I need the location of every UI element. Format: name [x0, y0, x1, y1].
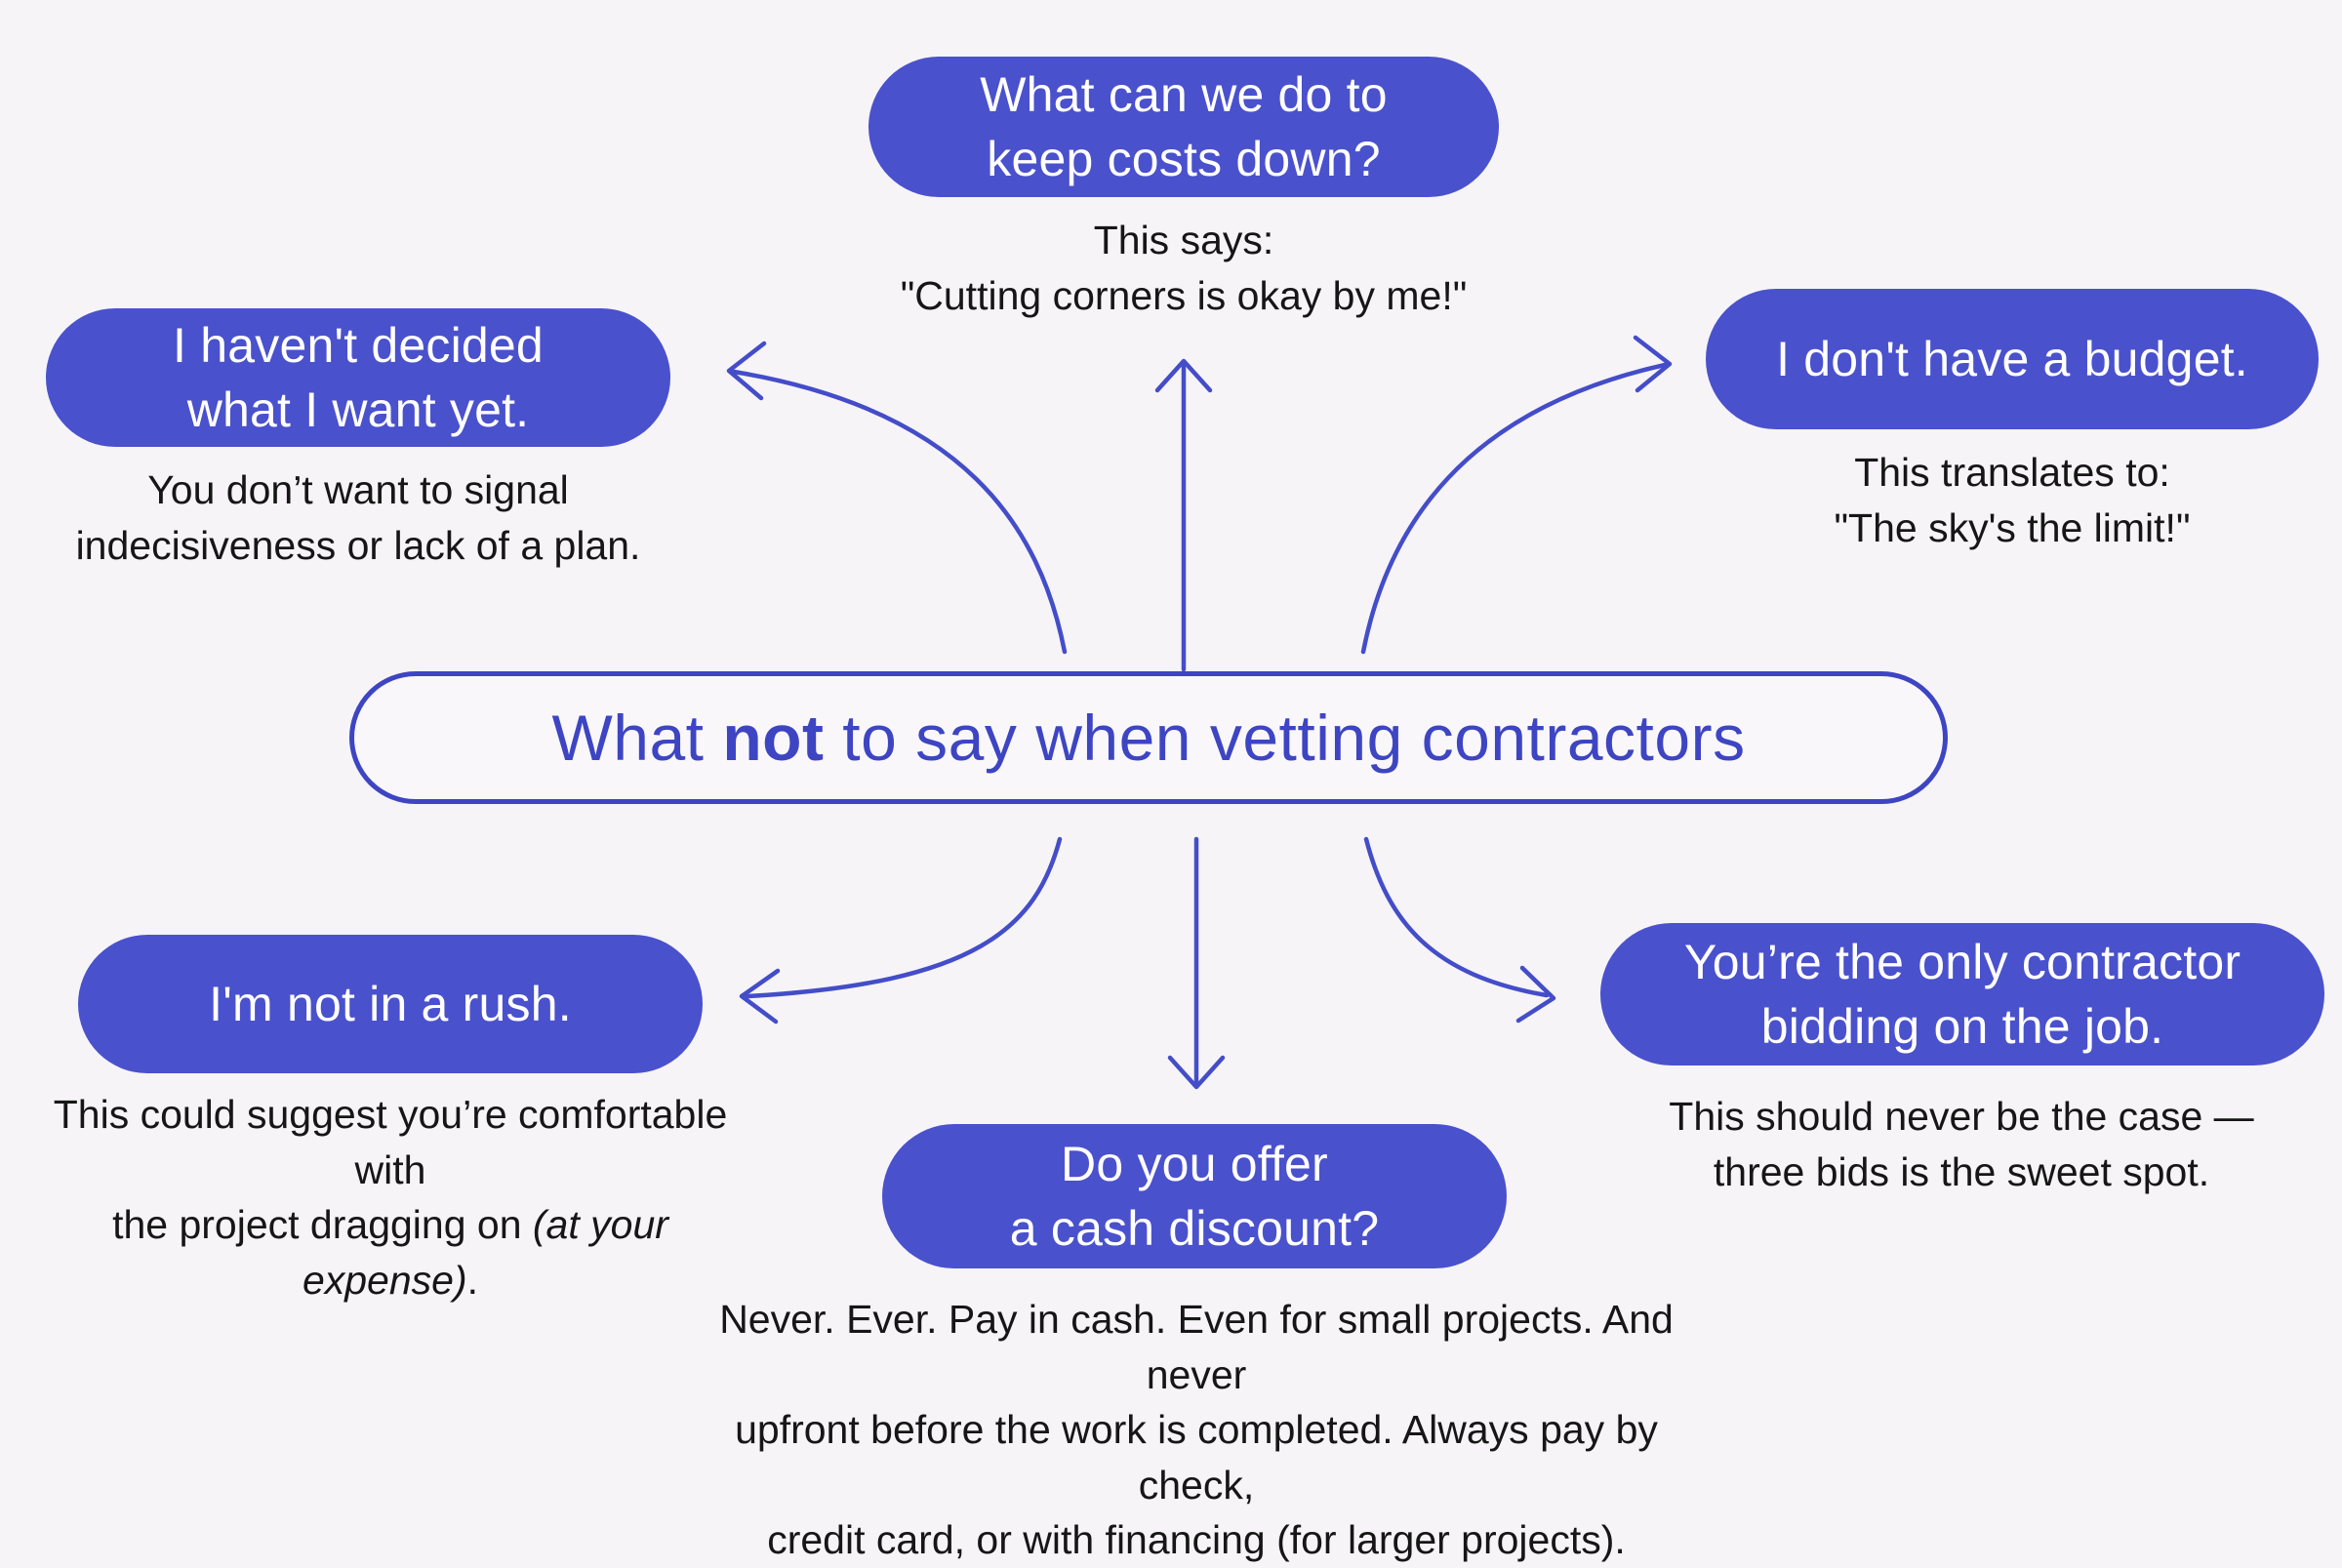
title-part1: What	[551, 702, 723, 774]
arrow-lower-left-icon	[739, 836, 1063, 1025]
pill-cash-discount: Do you offer a cash discount?	[882, 1124, 1507, 1268]
arrow-up-icon	[1154, 358, 1213, 672]
pill-no-budget: I don't have a budget.	[1706, 289, 2319, 429]
pill-cash-discount-label: Do you offer a cash discount?	[1009, 1137, 1380, 1256]
caption-not-in-a-rush: This could suggest you’re comfortable wi…	[20, 1087, 761, 1307]
arrow-upper-right-icon	[1360, 335, 1673, 655]
arrow-upper-left-icon	[726, 341, 1068, 655]
caption-not-in-a-rush-text: This could suggest you’re comfortable wi…	[53, 1092, 728, 1248]
pill-only-contractor-label: You’re the only contractor bidding on th…	[1683, 935, 2241, 1054]
pill-not-in-a-rush: I'm not in a rush.	[78, 935, 703, 1073]
caption-keep-costs-down: This says: "Cutting corners is okay by m…	[900, 218, 1468, 318]
page-title: What not to say when vetting contractors	[551, 701, 1745, 775]
caption-not-in-a-rush-period: .	[466, 1257, 479, 1303]
caption-cash-discount: Never. Ever. Pay in cash. Even for small…	[719, 1297, 1674, 1563]
arrow-down-icon	[1167, 836, 1226, 1090]
pill-havent-decided-label: I haven't decided what I want yet.	[173, 318, 544, 437]
caption-no-budget: This translates to: "The sky's the limit…	[1834, 450, 2191, 550]
arrow-lower-right-icon	[1363, 836, 1556, 1024]
caption-not-in-a-rush-italic: (at your expense)	[302, 1202, 668, 1303]
caption-havent-decided: You don’t want to signal indecisiveness …	[75, 467, 641, 568]
pill-keep-costs-down-label: What can we do to keep costs down?	[980, 67, 1388, 186]
pill-keep-costs-down: What can we do to keep costs down?	[868, 57, 1499, 197]
pill-only-contractor: You’re the only contractor bidding on th…	[1600, 923, 2324, 1065]
caption-only-contractor: This should never be the case — three bi…	[1669, 1094, 2254, 1194]
infographic-canvas: What can we do to keep costs down? This …	[20, 57, 2324, 1563]
pill-havent-decided: I haven't decided what I want yet.	[46, 308, 670, 447]
title-part2: to say when vetting contractors	[824, 702, 1746, 774]
pill-no-budget-label: I don't have a budget.	[1776, 332, 2248, 386]
center-title-box: What not to say when vetting contractors	[349, 671, 1948, 804]
title-bold-not: not	[722, 702, 825, 774]
pill-not-in-a-rush-label: I'm not in a rush.	[209, 977, 572, 1031]
